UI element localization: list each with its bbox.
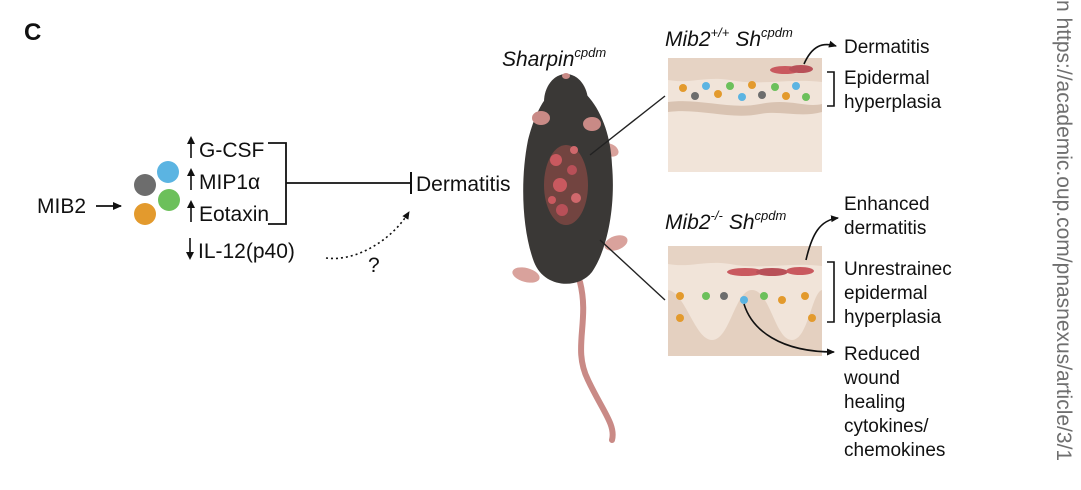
question-mark: ? bbox=[368, 254, 380, 277]
cytokine-bracket bbox=[268, 142, 287, 225]
up-arrow-icon bbox=[187, 200, 195, 222]
bottom-skin-section bbox=[668, 246, 822, 356]
mouse-nose bbox=[562, 73, 570, 79]
mouse-right-ear bbox=[583, 117, 601, 131]
cytokine-cluster bbox=[134, 161, 180, 225]
bottom-hyperplasia-line3: hyperplasia bbox=[844, 307, 942, 328]
bottom-dermatitis-arrow bbox=[805, 215, 839, 261]
mip1a-label: MIP1α bbox=[199, 171, 260, 194]
mib2-label: MIB2 bbox=[37, 195, 86, 218]
green-cytokine-sphere bbox=[158, 189, 180, 211]
top-skin-section bbox=[668, 58, 822, 172]
reduced-line3: healing bbox=[844, 392, 905, 413]
bottom-lesion bbox=[727, 268, 763, 276]
top-hyperplasia-bracket bbox=[827, 71, 835, 107]
eotaxin-label: Eotaxin bbox=[199, 203, 269, 226]
gcsf-label: G-CSF bbox=[199, 139, 264, 162]
blue-cytokine-sphere bbox=[157, 161, 179, 183]
panel-label: C bbox=[24, 19, 41, 46]
mouse-title: Sharpincpdm bbox=[502, 45, 606, 71]
top-hyperplasia-line1: Epidermal bbox=[844, 68, 930, 89]
gray-cytokine-sphere bbox=[134, 174, 156, 196]
dermatitis-left-label: Dermatitis bbox=[416, 173, 511, 196]
mouse-hind-right-foot bbox=[604, 235, 628, 251]
vertical-url-watermark: n https://academic.oup.com/pnasnexus/art… bbox=[1052, 0, 1075, 461]
up-arrow-icon bbox=[187, 136, 195, 158]
reduced-line1: Reduced bbox=[844, 344, 920, 365]
skin-lesions bbox=[544, 145, 588, 225]
reduced-line4: cytokines/ bbox=[844, 416, 929, 437]
top-hyperplasia-line2: hyperplasia bbox=[844, 92, 942, 113]
reduced-line5: chemokines bbox=[844, 440, 945, 461]
mouse-tail bbox=[577, 279, 616, 443]
il12-label: IL-12(p40) bbox=[198, 240, 295, 263]
reduced-line2: wound bbox=[843, 368, 900, 389]
bottom-hyperplasia-line1: Unrestrainec bbox=[844, 259, 952, 280]
mouse-hind-left-foot bbox=[512, 267, 540, 283]
mouse-illustration bbox=[512, 73, 628, 443]
bottom-panel-title: Mib2-/-Shcpdm bbox=[665, 208, 786, 234]
down-arrow-icon bbox=[186, 238, 194, 260]
mouse-left-ear bbox=[532, 111, 550, 125]
top-panel-title: Mib2+/+Shcpdm bbox=[665, 25, 793, 51]
top-panel-connector bbox=[589, 95, 666, 156]
bottom-hyperplasia-line2: epidermal bbox=[844, 283, 927, 304]
bottom-panel-connector bbox=[599, 239, 666, 301]
top-dermatitis-arrow bbox=[803, 40, 837, 65]
reduced-arrow bbox=[743, 303, 835, 356]
up-arrow-icon bbox=[187, 168, 195, 190]
bottom-outcome-line1: Enhanced bbox=[844, 194, 930, 215]
bottom-outcome-line2: dermatitis bbox=[844, 218, 926, 239]
mouse-head bbox=[544, 74, 588, 130]
dotted-arrow bbox=[325, 211, 410, 260]
orange-cytokine-sphere bbox=[134, 203, 156, 225]
top-outcome-label: Dermatitis bbox=[844, 37, 930, 58]
bottom-hyperplasia-bracket bbox=[827, 261, 835, 323]
